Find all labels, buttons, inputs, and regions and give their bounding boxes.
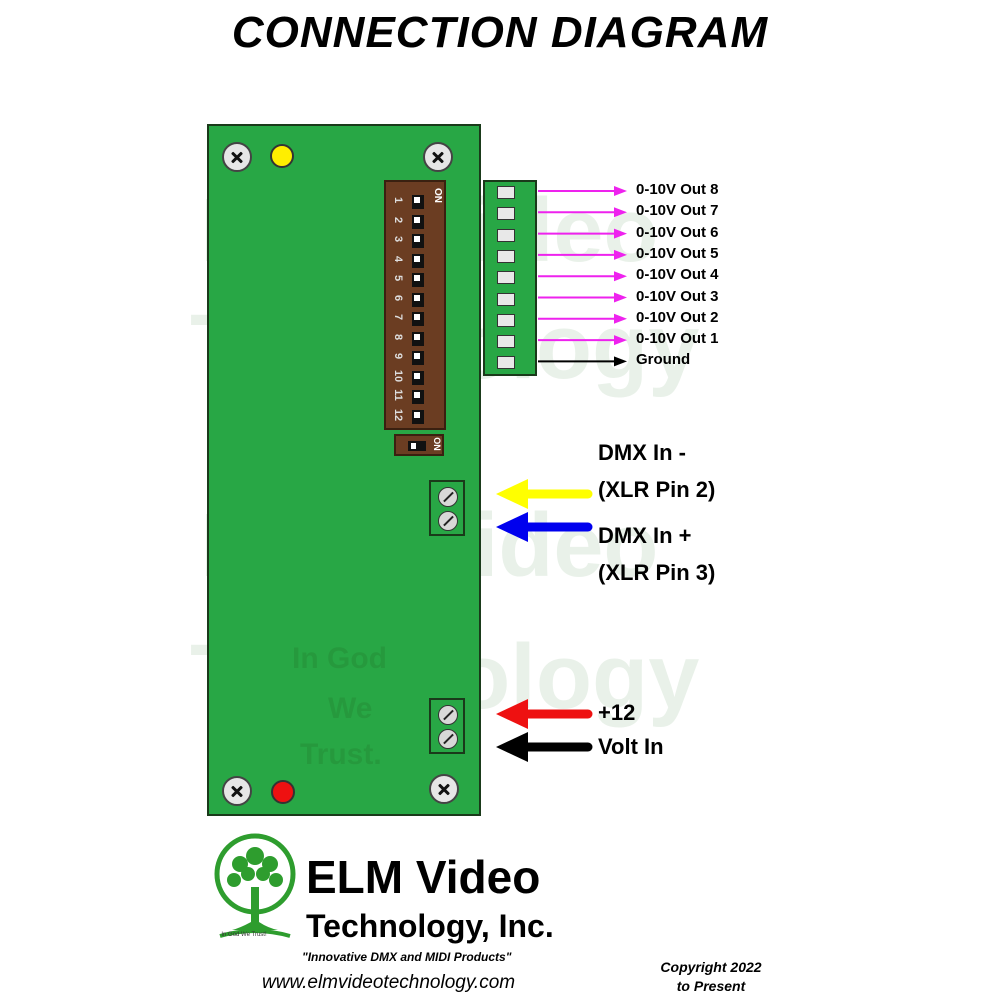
elm-tree-logo-icon: [214, 833, 296, 938]
power-volt-label: Volt In: [598, 734, 664, 759]
output-label: 0-10V Out 2: [636, 308, 719, 326]
dip-switch-toggle: [412, 195, 424, 209]
company-website-link[interactable]: www.elmvideotechnology.com: [262, 972, 516, 993]
terminal-screw-icon: [438, 487, 458, 507]
mount-screw-icon: [429, 774, 459, 804]
company-subtitle: Technology, Inc.: [306, 908, 554, 944]
output-label: 0-10V Out 4: [636, 266, 719, 284]
mount-screw-icon: [222, 776, 252, 806]
watermark-motto-2: We: [328, 692, 373, 725]
dmx-terminal-block: [429, 480, 465, 536]
power-terminal-block: [429, 698, 465, 754]
output-arrowhead-icon: [614, 313, 627, 324]
output-arrowhead-icon: [614, 249, 627, 260]
dip-switch-toggle: [412, 409, 424, 424]
dip-switch-toggle: [412, 273, 424, 287]
logo-motto: In God We Trust!: [221, 932, 267, 938]
company-tagline: "Innovative DMX and MIDI Products": [302, 950, 512, 964]
power-plus-label: +12: [598, 700, 636, 725]
connector-pin: [497, 335, 515, 349]
output-terminal-connector: [483, 180, 537, 376]
output-arrowhead-icon: [614, 207, 627, 218]
dip-switch-toggle: [412, 331, 424, 346]
status-led-yellow: [270, 144, 294, 168]
company-name: ELM Video: [306, 851, 541, 903]
single-dip-switch: ON: [394, 434, 444, 456]
dmx-plus-arrow-icon: [496, 512, 593, 542]
page-title: CONNECTION DIAGRAM: [231, 8, 769, 57]
output-label: 0-10V Out 6: [636, 223, 719, 241]
output-label: Ground: [636, 351, 691, 369]
watermark-motto-3: Trust.: [300, 738, 382, 771]
output-arrowhead-icon: [614, 335, 627, 346]
dip-switch-toggle: [412, 214, 424, 229]
mount-screw-icon: [222, 142, 252, 172]
output-label: 0-10V Out 1: [636, 330, 719, 348]
dip-toggle: [408, 441, 426, 451]
status-led-red: [271, 780, 295, 804]
output-label: 0-10V Out 3: [636, 287, 719, 305]
output-arrowhead-icon: [614, 356, 627, 367]
connector-pin: [497, 313, 515, 327]
connector-pin: [497, 356, 515, 370]
connector-pin: [497, 249, 515, 263]
connector-pin: [497, 271, 515, 285]
output-label: 0-10V Out 7: [636, 202, 719, 220]
connector-pin: [497, 292, 515, 306]
output-label: 0-10V Out 8: [636, 181, 719, 198]
copyright-line-2: to Present: [676, 978, 746, 994]
output-arrowhead-icon: [614, 186, 627, 196]
watermark-motto-1: In God: [292, 642, 387, 675]
dip-switch-toggle: [412, 253, 424, 268]
output-arrowhead-icon: [614, 228, 627, 239]
output-arrowhead-icon: [614, 292, 627, 303]
dip-switch-toggle: [412, 312, 424, 326]
dmx-minus-label: DMX In -: [598, 440, 686, 465]
dmx-plus-pin-label: (XLR Pin 3): [598, 560, 716, 585]
terminal-screw-icon: [438, 729, 458, 749]
connector-pin: [497, 186, 515, 199]
power-volt-arrow-icon: [496, 732, 593, 762]
copyright-notice: Copyright 2022 to Present: [630, 958, 792, 996]
output-label: 0-10V Out 5: [636, 244, 719, 262]
mount-screw-icon: [423, 142, 453, 172]
copyright-line-1: Copyright 2022: [660, 959, 762, 975]
connector-pin: [497, 207, 515, 221]
dip-switch-toggle: [412, 370, 424, 385]
dmx-minus-arrow-icon: [496, 479, 593, 509]
connector-pin: [497, 228, 515, 242]
terminal-screw-icon: [438, 705, 458, 725]
dip-switch-toggle: [412, 390, 424, 404]
dmx-minus-pin-label: (XLR Pin 2): [598, 477, 716, 502]
output-arrowhead-icon: [614, 271, 627, 282]
power-plus-arrow-icon: [496, 699, 593, 729]
terminal-screw-icon: [438, 511, 458, 531]
dip-switch-toggle: [412, 292, 424, 307]
dmx-plus-label: DMX In +: [598, 523, 692, 548]
dip-switch-toggle: [412, 351, 424, 365]
dip-switch-toggle: [412, 234, 424, 248]
